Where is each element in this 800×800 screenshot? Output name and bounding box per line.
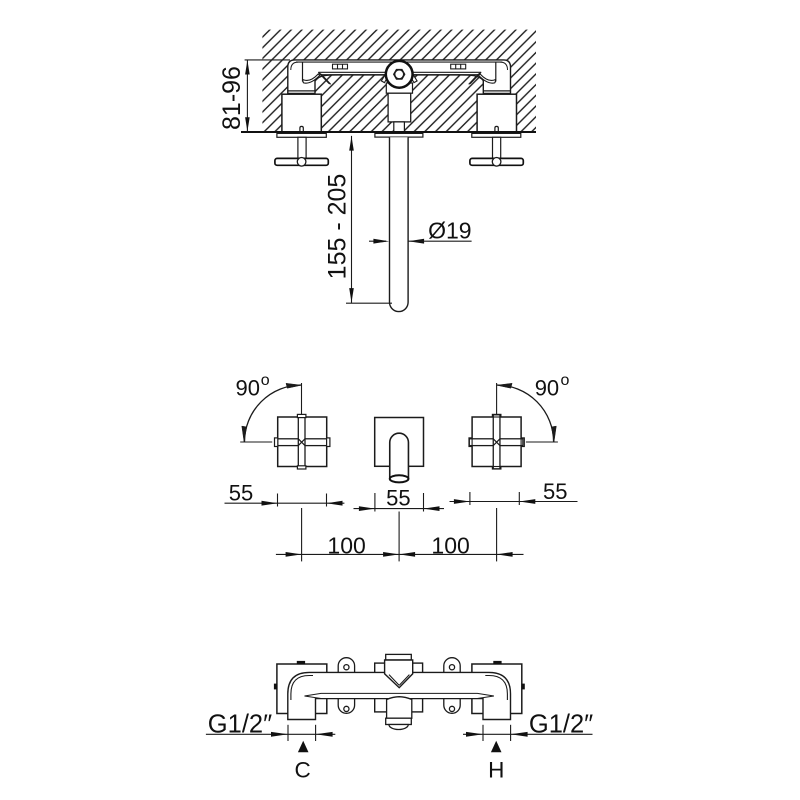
- svg-text:90: 90: [535, 375, 559, 400]
- svg-text:55: 55: [229, 480, 253, 505]
- svg-text:o: o: [561, 372, 570, 389]
- svg-text:100: 100: [327, 532, 365, 558]
- svg-text:o: o: [261, 372, 270, 389]
- svg-text:100: 100: [431, 532, 469, 558]
- svg-text:H: H: [488, 758, 504, 783]
- svg-text:Ø19: Ø19: [428, 218, 471, 244]
- svg-text:G1/2″: G1/2″: [529, 711, 593, 739]
- svg-text:155 - 205: 155 - 205: [324, 174, 352, 280]
- svg-text:C: C: [294, 758, 310, 783]
- svg-text:G1/2″: G1/2″: [208, 711, 272, 739]
- svg-text:90: 90: [236, 375, 260, 400]
- svg-text:55: 55: [543, 479, 567, 504]
- svg-text:55: 55: [386, 485, 410, 510]
- svg-text:81-96: 81-96: [218, 66, 246, 130]
